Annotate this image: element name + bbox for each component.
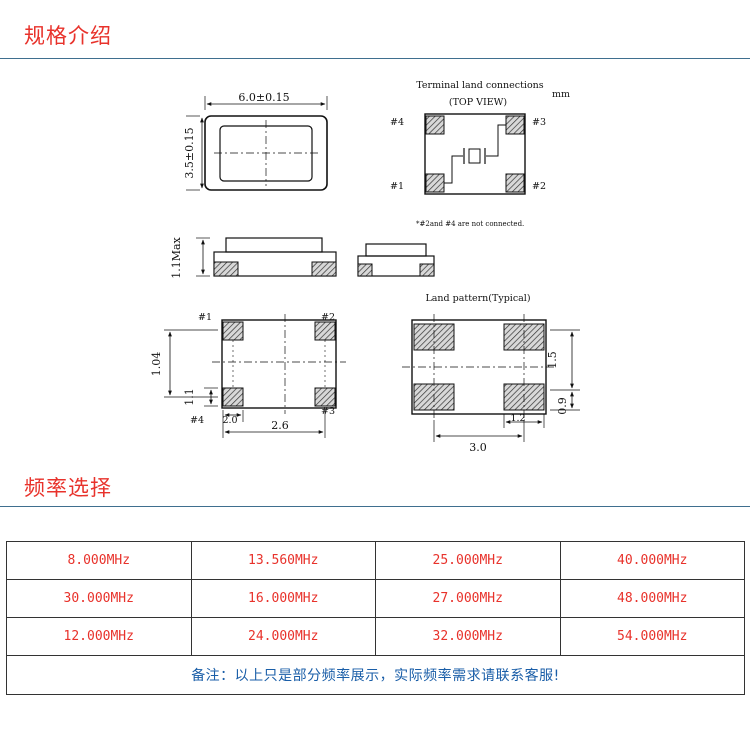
terminal-pin-2: #2: [532, 181, 546, 192]
spec-section-title: 规格介绍: [24, 24, 112, 48]
terminal-title-line1: Terminal land connections: [416, 80, 543, 91]
side-height-dim: 1.1Max: [170, 236, 183, 278]
table-row: 备注：以上只是部分频率展示，实际频率需求请联系客服!: [6, 655, 745, 695]
terminal-note: *#2and #4 are not connected.: [416, 220, 524, 228]
frequency-note: 备注：以上只是部分频率展示，实际频率需求请联系客服!: [6, 655, 745, 695]
freq-cell: 16.000MHz: [190, 579, 376, 618]
terminal-pin-4: #4: [390, 117, 404, 128]
land-pad-w-dim: 1.2: [510, 413, 525, 424]
top-view-package: 6.0±0.15 3.5±0.15: [183, 91, 328, 191]
bottom-view: #1 #2 #3 #4 1.04 1.1 2.0 2.6: [150, 312, 346, 438]
freq-cell: 32.000MHz: [375, 617, 561, 656]
freq-section-divider: [0, 506, 750, 507]
side-view-long: 1.1Max: [170, 236, 337, 279]
land-pad-h-dim: 0.9: [556, 397, 569, 415]
technical-drawing: 6.0±0.15 3.5±0.15 Terminal land connecti…: [150, 80, 580, 454]
bottom-pad-height-dim: 1.1: [183, 388, 196, 406]
land-pattern-title: Land pattern(Typical): [425, 293, 530, 304]
terminal-pin-3: #3: [532, 117, 546, 128]
bottom-height-dim: 1.04: [150, 352, 163, 377]
table-row: 30.000MHz 16.000MHz 27.000MHz 48.000MHz: [6, 579, 745, 618]
spec-section-divider: [0, 58, 750, 59]
freq-section-title: 频率选择: [24, 476, 112, 500]
table-row: 12.000MHz 24.000MHz 32.000MHz 54.000MHz: [6, 617, 745, 656]
table-row: 8.000MHz 13.560MHz 25.000MHz 40.000MHz: [6, 541, 745, 580]
freq-cell: 12.000MHz: [6, 617, 192, 656]
bottom-pin-2: #2: [321, 312, 335, 323]
land-pattern: Land pattern(Typical) 1.5 0.9 1.2 3.0: [402, 293, 580, 454]
unit-label: mm: [552, 89, 570, 100]
freq-cell: 40.000MHz: [559, 541, 745, 580]
bottom-pad-width-dim: 2.0: [222, 415, 237, 426]
freq-cell: 30.000MHz: [6, 579, 192, 618]
bottom-pitch-dim: 2.6: [271, 419, 289, 432]
freq-cell: 25.000MHz: [375, 541, 561, 580]
freq-cell: 27.000MHz: [375, 579, 561, 618]
freq-cell: 8.000MHz: [6, 541, 192, 580]
terminal-diagram: Terminal land connections (TOP VIEW) mm …: [390, 80, 570, 228]
bottom-pin-4: #4: [190, 415, 204, 426]
freq-cell: 24.000MHz: [190, 617, 376, 656]
bottom-pin-1: #1: [198, 312, 212, 323]
frequency-table: 8.000MHz 13.560MHz 25.000MHz 40.000MHz 3…: [6, 541, 745, 695]
top-height-dim: 3.5±0.15: [183, 127, 196, 178]
terminal-pin-1: #1: [390, 181, 404, 192]
terminal-title-line2: (TOP VIEW): [449, 97, 507, 108]
bottom-pin-3: #3: [321, 406, 335, 417]
freq-cell: 48.000MHz: [559, 579, 745, 618]
freq-cell: 54.000MHz: [559, 617, 745, 656]
land-width-dim: 3.0: [469, 441, 487, 454]
land-pitch-v-dim: 1.5: [546, 351, 559, 369]
top-width-dim: 6.0±0.15: [238, 91, 289, 104]
freq-cell: 13.560MHz: [190, 541, 376, 580]
side-view-short: [357, 243, 435, 277]
